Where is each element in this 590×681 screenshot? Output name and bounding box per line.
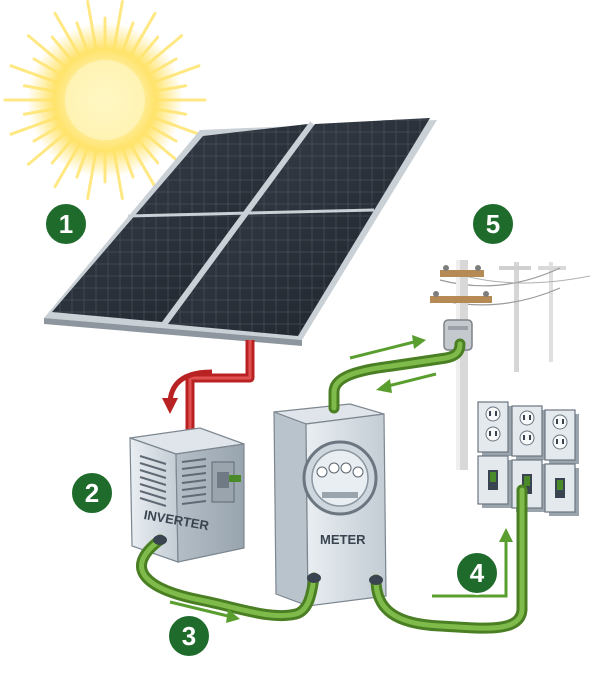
solar-panel bbox=[44, 118, 437, 346]
step-number: 3 bbox=[182, 621, 196, 651]
outlets-and-switches bbox=[477, 401, 579, 516]
step-badge-1: 1 bbox=[44, 202, 88, 246]
sun-icon bbox=[3, 0, 207, 200]
meter: METER bbox=[273, 403, 387, 607]
ac-cable bbox=[136, 338, 528, 634]
step-badge-2: 2 bbox=[70, 471, 114, 515]
green-arrow-icon bbox=[169, 335, 513, 623]
meter-label: METER bbox=[320, 532, 366, 547]
step-badges: 1 2 3 4 5 bbox=[44, 202, 515, 658]
utility-pole bbox=[430, 260, 590, 470]
dc-cable bbox=[185, 340, 255, 430]
step-number: 1 bbox=[59, 209, 73, 239]
step-number: 5 bbox=[486, 209, 500, 239]
step-badge-4: 4 bbox=[455, 551, 499, 595]
step-badge-3: 3 bbox=[167, 614, 211, 658]
step-number: 4 bbox=[470, 558, 485, 588]
inverter: INVERTER bbox=[129, 427, 245, 563]
step-number: 2 bbox=[85, 478, 99, 508]
red-arrow-icon bbox=[162, 369, 213, 414]
step-badge-5: 5 bbox=[471, 202, 515, 246]
